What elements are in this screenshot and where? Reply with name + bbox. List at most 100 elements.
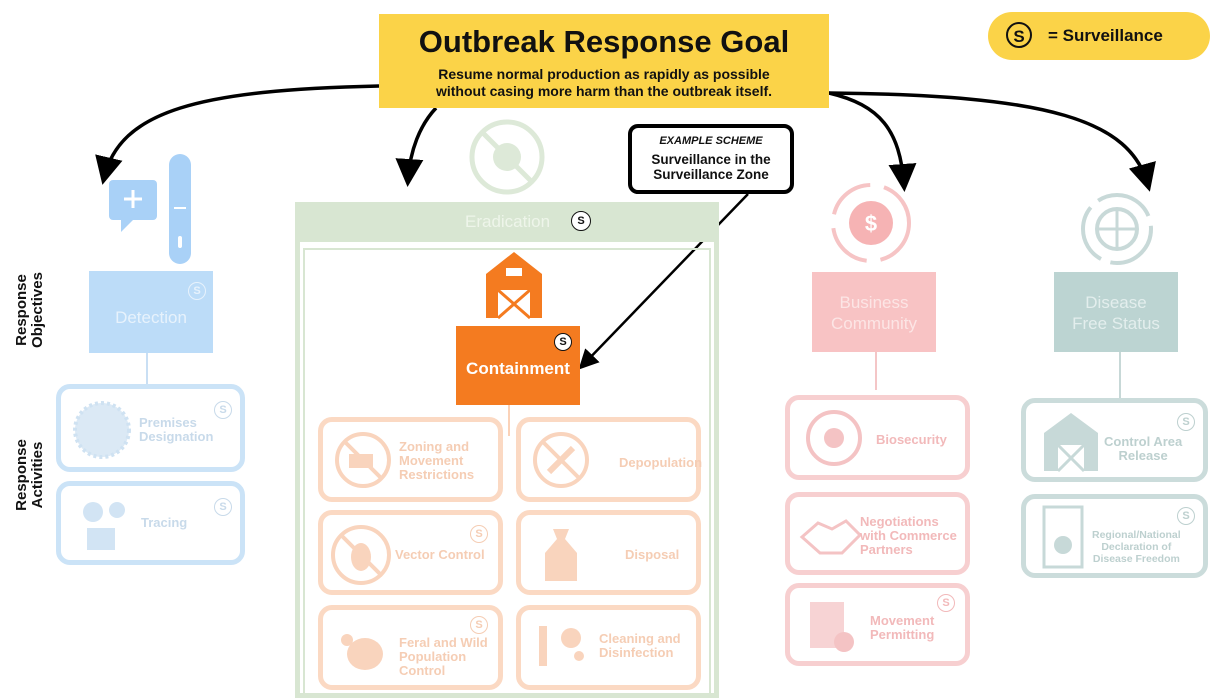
activity-label-line2: Population bbox=[399, 649, 467, 664]
activity-tracing: Tracing S bbox=[56, 481, 245, 565]
activity-label-line1: Regional/National bbox=[1092, 529, 1181, 541]
legend: S = Surveillance bbox=[988, 12, 1210, 60]
activity-label-line3: Disease Freedom bbox=[1092, 553, 1180, 565]
business-objective-box: Business Community bbox=[812, 272, 936, 352]
arrow-callout-to-containment bbox=[578, 193, 749, 370]
activities-label-line1: Response bbox=[13, 439, 30, 511]
activity-cleaning: Cleaning and Disinfection bbox=[516, 605, 701, 690]
example-scheme-callout: EXAMPLE SCHEME Surveillance in the Surve… bbox=[628, 124, 794, 194]
activity-control-area-release: Control Area Release S bbox=[1021, 398, 1208, 482]
surveillance-badge: S bbox=[188, 282, 206, 300]
business-objective-label: Business Community bbox=[812, 292, 936, 334]
activity-zoning: Zoning and Movement Restrictions bbox=[318, 417, 503, 502]
activity-label-line3: Partners bbox=[860, 542, 913, 557]
business-objective-line1: Business bbox=[839, 293, 909, 312]
activity-label-line2: Declaration of bbox=[1101, 541, 1172, 553]
seal-icon bbox=[73, 401, 131, 459]
eradication-header: Eradication S bbox=[295, 202, 719, 242]
handshake-icon bbox=[799, 519, 863, 555]
activity-label-line2: with Commerce bbox=[860, 528, 957, 543]
eradication-objective-label: Eradication bbox=[465, 212, 551, 231]
activity-negotiations: Negotiations with Commerce Partners bbox=[785, 492, 970, 575]
detection-objective-label: Detection bbox=[115, 308, 187, 327]
activity-label-line1: Feral and Wild bbox=[399, 635, 488, 650]
surveillance-badge: S bbox=[214, 401, 232, 419]
goal-subtitle-line2: without casing more harm than the outbre… bbox=[435, 83, 773, 99]
arrow-to-business bbox=[828, 91, 917, 192]
response-activities-label: Response Activities bbox=[13, 420, 46, 530]
activity-label-line2: Release bbox=[1118, 448, 1168, 463]
bug-crossed-icon bbox=[331, 525, 391, 585]
surveillance-badge: S bbox=[470, 616, 488, 634]
surveillance-symbol: S bbox=[1006, 22, 1032, 48]
goal-subtitle: Resume normal production as rapidly as p… bbox=[379, 66, 829, 100]
activity-label-line1: Cleaning and bbox=[599, 631, 681, 646]
tractor-crossed-icon bbox=[335, 432, 391, 488]
activity-label: Biosecurity bbox=[876, 432, 947, 447]
certificate-icon bbox=[1042, 505, 1084, 569]
activity-biosecurity: Biosecurity bbox=[785, 395, 970, 480]
activity-label-line2: Disinfection bbox=[599, 645, 674, 660]
activity-feral-control: Feral and Wild Population Control S bbox=[318, 605, 503, 690]
syringe-crossed-icon bbox=[533, 432, 589, 488]
activity-disposal: Disposal bbox=[516, 510, 701, 595]
permit-document-icon bbox=[810, 602, 854, 652]
activity-depopulation: Depopulation bbox=[516, 417, 702, 502]
business-objective-line2: Community bbox=[831, 314, 917, 333]
turkey-icon bbox=[341, 634, 383, 670]
callout-body: Surveillance in the Surveillance Zone bbox=[632, 152, 790, 182]
activity-label-line2: Movement bbox=[399, 453, 464, 468]
eradication-inner-frame bbox=[303, 248, 711, 698]
disease-free-objective-box: Disease Free Status bbox=[1054, 272, 1178, 352]
activity-label: Tracing bbox=[141, 515, 188, 530]
legend-text: = Surveillance bbox=[1048, 26, 1163, 45]
barn-icon bbox=[1044, 413, 1098, 473]
activity-vector-control: Vector Control S bbox=[318, 510, 503, 595]
activity-label-line1: Movement bbox=[870, 613, 935, 628]
callout-line1: Surveillance in the bbox=[651, 152, 771, 167]
activity-label-line2: Permitting bbox=[870, 627, 935, 642]
monitor-device-icon bbox=[109, 154, 191, 264]
activity-label-line2: Designation bbox=[139, 429, 214, 444]
surveillance-badge: S bbox=[214, 498, 232, 516]
globe-cycle-icon bbox=[1081, 193, 1153, 265]
surveillance-badge: S bbox=[1177, 507, 1195, 525]
arrow-to-eradication bbox=[395, 106, 438, 187]
surveillance-badge: S bbox=[1177, 413, 1195, 431]
objectives-label-line2: Objectives bbox=[29, 272, 46, 348]
activity-declaration-freedom: Regional/National Declaration of Disease… bbox=[1021, 494, 1208, 578]
activity-label: Disposal bbox=[625, 547, 680, 562]
activity-label-line1: Premises bbox=[139, 415, 197, 430]
barn-icon bbox=[486, 252, 542, 320]
response-objectives-label: Response Objectives bbox=[13, 255, 46, 365]
activity-label-line3: Control bbox=[399, 663, 446, 678]
disease-free-objective-label: Disease Free Status bbox=[1054, 292, 1178, 334]
containment-box: S Containment bbox=[456, 326, 580, 405]
disease-free-objective-line1: Disease bbox=[1085, 293, 1147, 312]
svg-text:$: $ bbox=[865, 211, 877, 236]
containment-label: Containment bbox=[466, 359, 570, 378]
goal-subtitle-line1: Resume normal production as rapidly as p… bbox=[438, 66, 770, 82]
activity-label-line1: Negotiations bbox=[860, 514, 939, 529]
activity-label-line1: Zoning and bbox=[399, 439, 470, 454]
activity-label-line1: Control Area bbox=[1104, 434, 1183, 449]
dollar-gear-icon: $ bbox=[831, 183, 911, 263]
arrow-to-detection bbox=[95, 84, 380, 185]
detection-objective-box: S Detection bbox=[89, 271, 213, 353]
biohazard-bag-icon bbox=[545, 529, 577, 581]
activity-premises-designation: Premises Designation S bbox=[56, 384, 245, 472]
callout-line2: Surveillance Zone bbox=[653, 167, 769, 182]
spray-icon bbox=[539, 626, 584, 666]
eradication-container bbox=[295, 242, 719, 698]
disease-free-objective-line2: Free Status bbox=[1072, 314, 1160, 333]
activity-label: Vector Control bbox=[395, 547, 485, 562]
activities-label-line2: Activities bbox=[29, 441, 46, 509]
virus-crossed-icon bbox=[469, 119, 545, 195]
callout-title: EXAMPLE SCHEME bbox=[659, 135, 763, 147]
network-icon bbox=[83, 502, 125, 550]
surveillance-badge: S bbox=[470, 525, 488, 543]
activity-movement-permitting: Movement Permitting S bbox=[785, 583, 970, 666]
objectives-label-line1: Response bbox=[13, 274, 30, 346]
surveillance-badge: S bbox=[571, 211, 591, 231]
surveillance-badge: S bbox=[937, 594, 955, 612]
